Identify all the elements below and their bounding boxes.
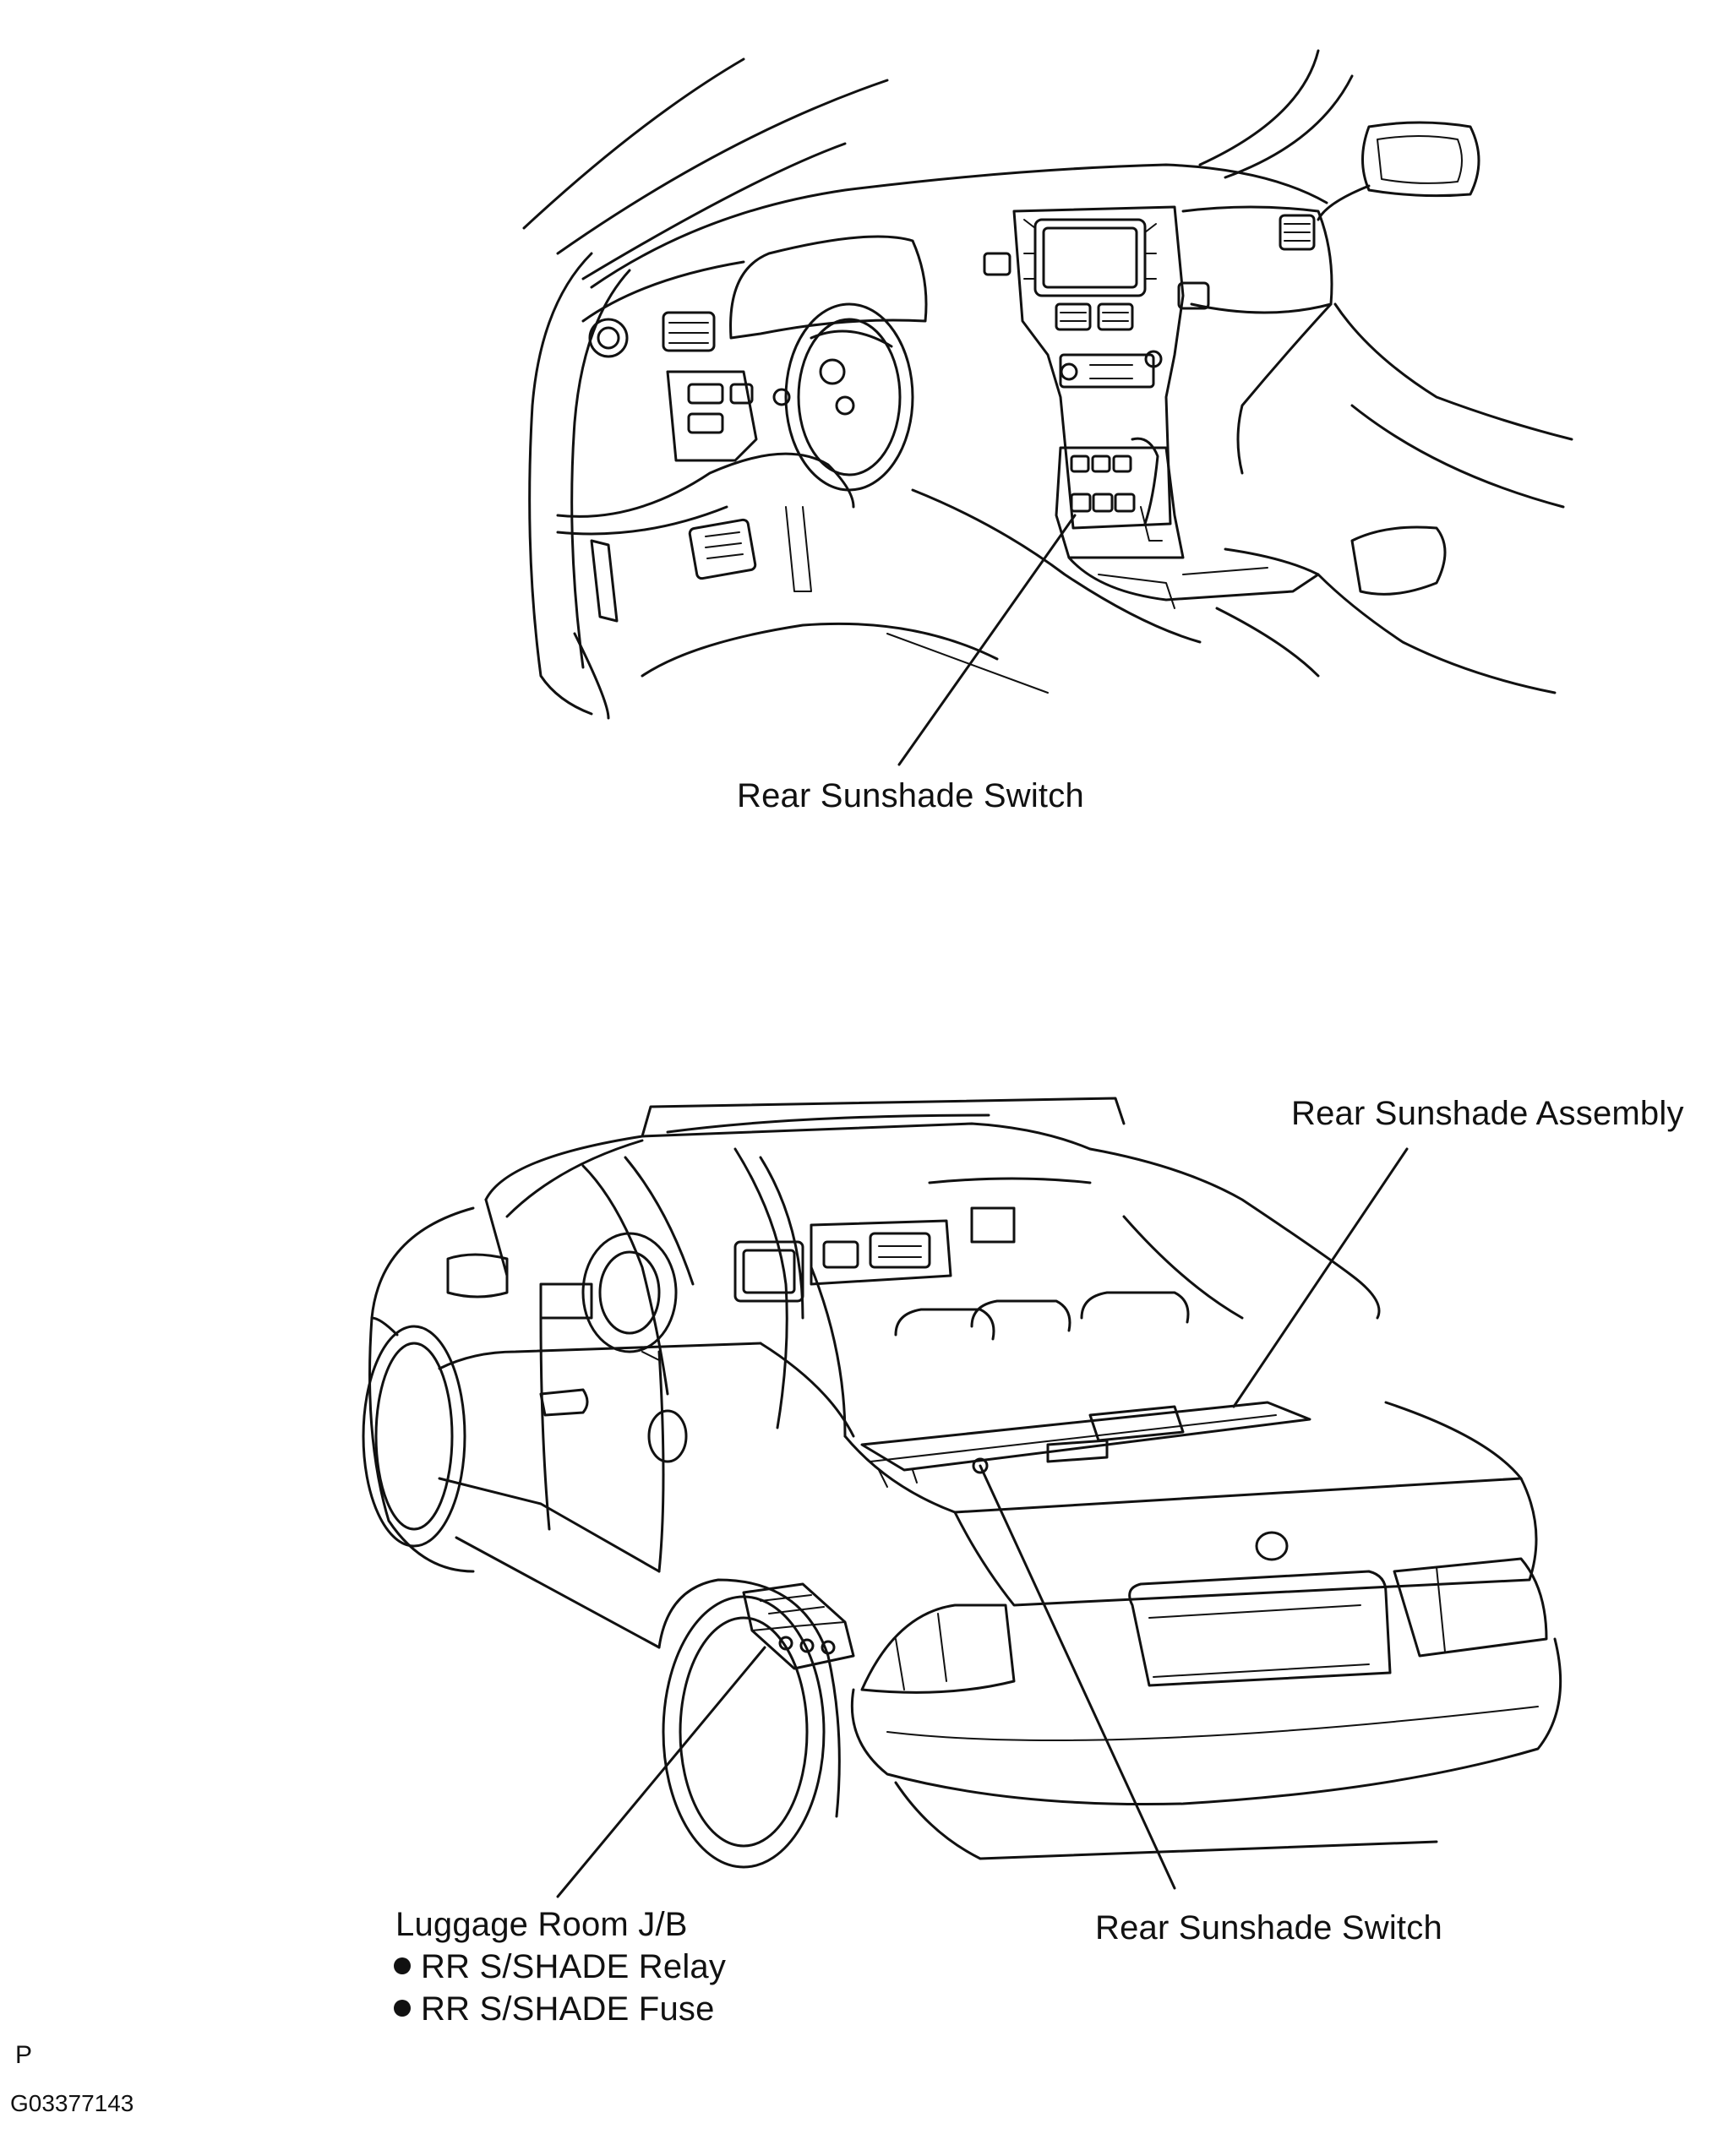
rr-sshade-relay-item: RR S/SHADE Relay (394, 1950, 726, 1984)
jb-leader (556, 1646, 766, 1898)
rear-sunshade-assembly-label: Rear Sunshade Assembly (1291, 1095, 1684, 1132)
dashboard-interior-illustration (522, 49, 1573, 720)
figure-code: G03377143 (10, 2090, 134, 2116)
bullet-icon (394, 2000, 411, 2017)
car-exterior-illustration (362, 1097, 1562, 1869)
rr-sshade-fuse-item: RR S/SHADE Fuse (394, 1992, 715, 2026)
bottom-rear-sunshade-switch-label: Rear Sunshade Switch (1095, 1909, 1442, 1946)
rr-sshade-fuse-text: RR S/SHADE Fuse (421, 1990, 715, 2028)
assembly-leader (1232, 1147, 1409, 1408)
rr-sshade-relay-text: RR S/SHADE Relay (421, 1948, 727, 1985)
top-rear-sunshade-switch-label: Rear Sunshade Switch (737, 777, 1084, 814)
luggage-room-jb-label: Luggage Room J/B (395, 1906, 688, 1943)
page-marker: P (15, 2041, 33, 2069)
bottom-switch-leader (979, 1464, 1176, 1890)
bullet-icon (394, 1957, 411, 1974)
top-switch-leader (897, 514, 1077, 766)
